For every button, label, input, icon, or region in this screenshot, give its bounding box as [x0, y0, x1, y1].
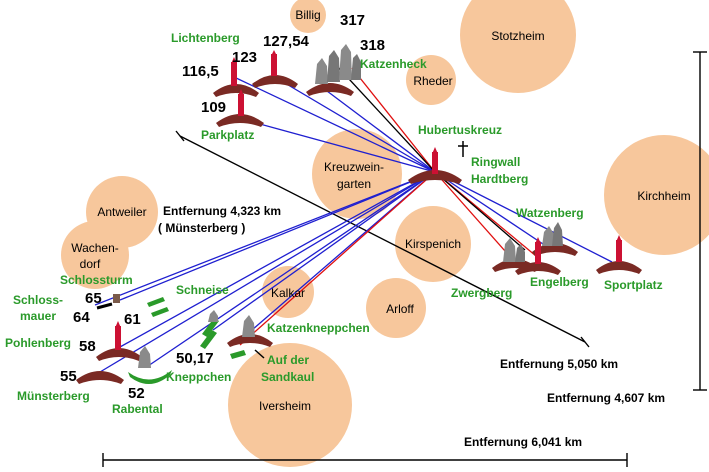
sight-lines-red [239, 67, 537, 346]
height-109: 109 [201, 99, 226, 116]
town-label-kirspenich: Kirspenich [405, 237, 461, 251]
town-circles [61, 0, 709, 467]
place-label-zwergberg: Zwergberg [451, 286, 512, 300]
hill-engelberg [515, 237, 561, 275]
distance-labels: Entfernung 4,323 km ( Münsterberg ) Entf… [158, 204, 665, 449]
place-label-pohlenberg: Pohlenberg [5, 336, 71, 350]
hill-pohlenberg [96, 321, 142, 361]
height-numbers: 317 318 127,54 123 116,5 109 65 64 61 58… [60, 12, 385, 402]
town-labels: Billig Stotzheim Rheder Kreuzwein- garte… [71, 8, 690, 413]
town-label-kreuzweingarten-1: Kreuzwein- [324, 160, 384, 174]
hill-muensterberg [76, 371, 124, 384]
place-label-kneppchen: Kneppchen [166, 370, 231, 384]
sandkaul-marker [230, 349, 265, 359]
place-label-katzenkneppchen: Katzenkneppchen [267, 321, 370, 335]
hill-rabental [128, 346, 172, 385]
town-label-arloff: Arloff [386, 302, 414, 316]
place-label-schneise: Schneise [176, 283, 229, 297]
place-label-schlossturm: Schlossturm [60, 273, 133, 287]
place-label-katzenheck: Katzenheck [360, 57, 427, 71]
distance-label-4607: Entfernung 4,607 km [547, 391, 665, 405]
hill-parkplatz [216, 89, 264, 127]
town-circle-billig [290, 0, 326, 33]
schneise-marker [147, 297, 169, 317]
height-65: 65 [85, 290, 102, 307]
height-50-17: 50,17 [176, 350, 214, 367]
town-circle-kalkar [262, 266, 314, 318]
sight-lines-blue [94, 75, 613, 373]
place-label-watzenberg: Watzenberg [516, 206, 584, 220]
place-label-lichtenberg: Lichtenberg [171, 31, 240, 45]
town-circle-iversheim [228, 343, 352, 467]
hill-markers [76, 44, 642, 385]
height-55: 55 [60, 368, 77, 385]
place-labels: Lichtenberg Katzenheck Parkplatz Hubertu… [5, 31, 663, 416]
height-52: 52 [128, 385, 145, 402]
distance-label-muensterberg-1: Entfernung 4,323 km [163, 204, 281, 218]
distance-line-diagonal [179, 135, 586, 343]
place-label-engelberg: Engelberg [530, 275, 589, 289]
town-label-kirchheim: Kirchheim [637, 189, 690, 203]
town-label-stotzheim: Stotzheim [491, 29, 544, 43]
distance-label-muensterberg-2: ( Münsterberg ) [158, 221, 245, 235]
town-label-antweiler: Antweiler [97, 205, 146, 219]
town-label-wachendorf-1: Wachen- [71, 241, 119, 255]
town-label-rheder: Rheder [413, 74, 452, 88]
hill-sportplatz [596, 235, 642, 274]
town-label-kalkar: Kalkar [271, 286, 305, 300]
distance-label-6041: Entfernung 6,041 km [464, 435, 582, 449]
town-label-kreuzweingarten-2: garten [337, 177, 371, 191]
height-64: 64 [73, 309, 90, 326]
hill-katzenkneppchen [227, 315, 273, 347]
place-label-sandkaul-1: Auf der [267, 353, 309, 367]
height-116-5: 116,5 [182, 63, 219, 80]
town-circle-rheder [406, 55, 456, 105]
town-circle-wachendorf [61, 221, 129, 289]
height-61: 61 [124, 311, 141, 328]
place-label-schlossmauer-1: Schloss- [13, 293, 63, 307]
place-label-schlossmauer-2: mauer [20, 309, 56, 323]
place-label-parkplatz: Parkplatz [201, 128, 254, 142]
hill-schlossturm [113, 294, 120, 303]
place-label-ringwall-1: Ringwall [471, 155, 520, 169]
height-318: 318 [360, 37, 385, 54]
hill-ringwall-hardtberg [408, 147, 462, 184]
hill-lichtenberg [252, 50, 298, 88]
hill-katzenheck [306, 44, 361, 96]
place-label-sandkaul-2: Sandkaul [261, 370, 314, 384]
hill-kneppchen [200, 310, 219, 349]
place-label-rabental: Rabental [112, 402, 163, 416]
hubertuskreuz-cross-icon [458, 141, 468, 157]
place-label-hubertuskreuz: Hubertuskreuz [418, 123, 502, 137]
distance-label-5050: Entfernung 5,050 km [500, 357, 618, 371]
town-circle-kirchheim [604, 135, 709, 255]
height-127-54: 127,54 [263, 33, 310, 50]
hill-116 [213, 57, 259, 97]
town-label-iversheim: Iversheim [259, 399, 311, 413]
sight-lines-black [336, 65, 526, 251]
place-label-ringwall-2: Hardtberg [471, 172, 528, 186]
town-label-billig: Billig [295, 8, 320, 22]
town-circle-arloff [366, 278, 426, 338]
town-circle-stotzheim [460, 0, 576, 93]
hill-watzenberg [532, 222, 578, 256]
place-label-muensterberg: Münsterberg [17, 389, 90, 403]
town-label-wachendorf-2: dorf [80, 257, 101, 271]
height-123: 123 [232, 49, 257, 66]
height-58: 58 [79, 338, 96, 355]
town-circle-kirspenich [395, 206, 471, 282]
town-circle-kreuzweingarten [312, 129, 402, 219]
distance-lines [102, 51, 707, 467]
sight-lines [94, 65, 613, 373]
place-label-sportplatz: Sportplatz [604, 278, 663, 292]
schlossmauer-wall [96, 302, 113, 310]
height-317: 317 [340, 12, 365, 29]
